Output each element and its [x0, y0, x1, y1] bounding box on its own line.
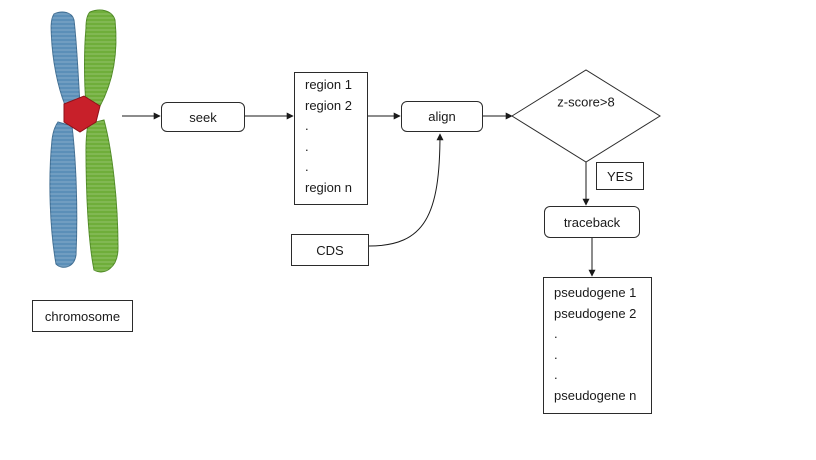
pseudogene-item: pseudogene 2	[554, 305, 637, 321]
seek-label: seek	[189, 109, 217, 125]
region-item: region n	[305, 179, 352, 195]
pseudogene-item: pseudogene n	[554, 387, 637, 403]
region-item: region 1	[305, 77, 352, 92]
yes-label: YES	[606, 168, 633, 184]
pseudogene-item: pseudogene 1	[554, 285, 637, 300]
cds-box: CDS	[291, 234, 369, 266]
pseudogene-item: .	[554, 326, 558, 341]
decision-diamond	[511, 69, 661, 163]
chromosome-label-box: chromosome	[32, 300, 133, 332]
chromosome-label: chromosome	[44, 308, 121, 324]
yes-box: YES	[596, 162, 644, 190]
seek-node: seek	[161, 102, 245, 132]
pseudogene-item: .	[554, 346, 558, 362]
pseudogenes-list-box: pseudogene 1 pseudogene 2 . . . pseudoge…	[543, 277, 652, 414]
align-node: align	[401, 101, 483, 132]
traceback-label: traceback	[563, 214, 621, 230]
pseudogene-item: .	[554, 367, 558, 382]
align-label: align	[428, 109, 456, 124]
centromere	[63, 95, 101, 133]
decision-label: z-score>8	[557, 94, 615, 110]
region-item: .	[305, 118, 309, 133]
arrow-cds-to-align	[368, 133, 444, 247]
chromosome-image	[49, 9, 119, 273]
regions-list-box: region 1 region 2 . . . region n	[294, 72, 368, 205]
traceback-node: traceback	[544, 206, 640, 238]
region-item: .	[305, 159, 309, 174]
region-item: region 2	[305, 97, 352, 113]
region-item: .	[305, 138, 309, 154]
cds-label: CDS	[316, 242, 344, 258]
